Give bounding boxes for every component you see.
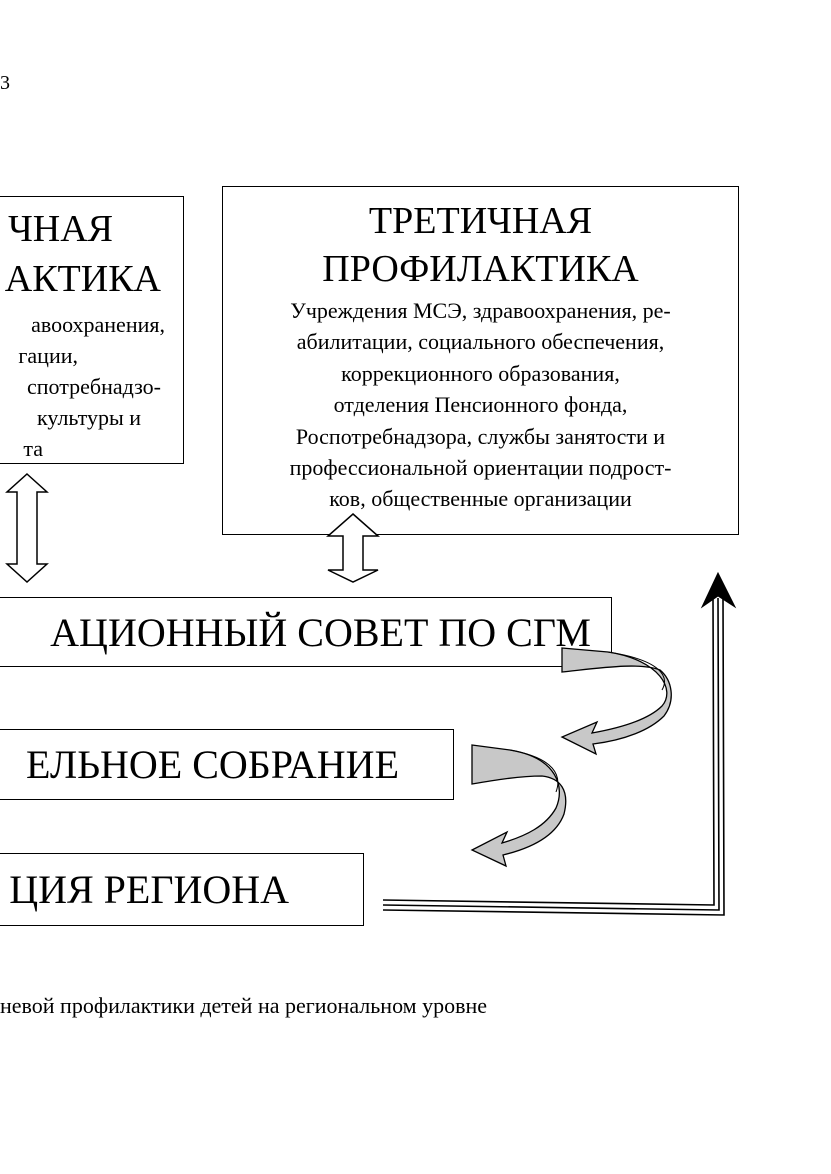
secondary-body-line: авоохранения, bbox=[31, 312, 165, 337]
figure-caption: невой профилактики детей на региональном… bbox=[0, 993, 487, 1018]
tertiary-body-line: коррекционного образования, bbox=[341, 360, 620, 386]
curved-arrow-council-icon bbox=[560, 647, 672, 756]
tertiary-body: Учреждения МСЭ, здравоохранения, ре- аби… bbox=[223, 295, 738, 515]
tertiary-prevention-box: ТРЕТИЧНАЯ ПРОФИЛАКТИКА Учреждения МСЭ, з… bbox=[222, 186, 739, 535]
tertiary-title: ТРЕТИЧНАЯ ПРОФИЛАКТИКА bbox=[223, 197, 738, 293]
secondary-body-line: гации, bbox=[18, 343, 78, 368]
tertiary-body-line: Учреждения МСЭ, здравоохранения, ре- bbox=[290, 298, 671, 323]
tertiary-body-line: ков, общественные организации bbox=[329, 486, 632, 512]
feedback-arrow-icon bbox=[382, 597, 725, 916]
tertiary-title-line2: ПРОФИЛАКТИКА bbox=[322, 248, 639, 290]
assembly-label: ЕЛЬНОЕ СОБРАНИЕ bbox=[26, 742, 399, 787]
secondary-prevention-box: ЧНАЯ АКТИКА авоохранения, гации, спотреб… bbox=[0, 196, 184, 464]
tertiary-body-line: отделения Пенсионного фонда, bbox=[333, 392, 628, 418]
legislative-assembly-box: ЕЛЬНОЕ СОБРАНИЕ bbox=[0, 729, 454, 800]
tertiary-body-line: абилитации, социального обеспечения, bbox=[296, 329, 665, 355]
feedback-arrowhead-icon bbox=[700, 571, 737, 609]
page-number: 3 bbox=[0, 72, 10, 94]
double-arrow-secondary-icon bbox=[5, 472, 49, 584]
double-arrow-tertiary-icon bbox=[326, 513, 380, 583]
regional-administration-box: ЦИЯ РЕГИОНА bbox=[0, 853, 364, 926]
secondary-body-line: та bbox=[23, 436, 43, 461]
administration-label: ЦИЯ РЕГИОНА bbox=[9, 867, 289, 912]
curved-arrow-assembly-icon bbox=[470, 744, 567, 868]
secondary-body-line: культуры и bbox=[37, 405, 141, 430]
tertiary-body-line: Роспотребнадзора, службы занятости и bbox=[295, 423, 666, 449]
secondary-title-line2: АКТИКА bbox=[4, 258, 161, 300]
secondary-body-line: спотребнадзо- bbox=[27, 374, 161, 399]
coordination-council-box: АЦИОННЫЙ СОВЕТ ПО СГМ bbox=[0, 597, 612, 667]
tertiary-body-line: профессиональной ориентации подрост- bbox=[289, 455, 672, 481]
secondary-title-line1: ЧНАЯ bbox=[8, 208, 113, 250]
tertiary-title-line1: ТРЕТИЧНАЯ bbox=[368, 200, 593, 242]
council-label: АЦИОННЫЙ СОВЕТ ПО СГМ bbox=[50, 609, 591, 655]
